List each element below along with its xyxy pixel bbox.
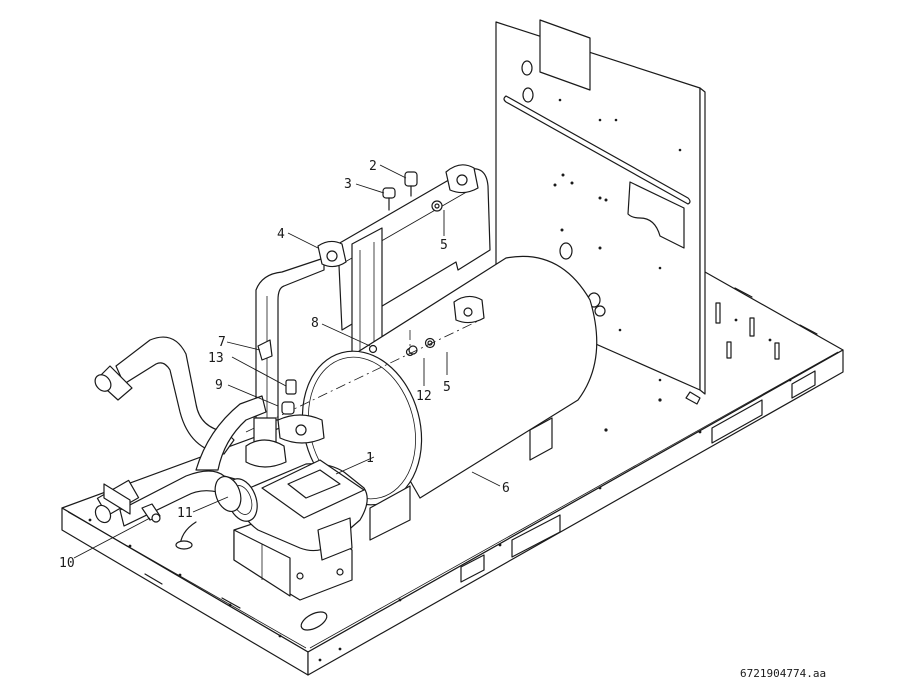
callout-5-lower: 5 [443, 380, 451, 395]
callout-8: 8 [311, 316, 319, 331]
callout-4: 4 [277, 227, 285, 242]
callout-3: 3 [344, 177, 352, 192]
left-pipework [94, 336, 325, 550]
callout-2: 2 [369, 159, 377, 174]
callout-13: 13 [208, 351, 224, 366]
callout-labels: 1 2 3 4 5 5 6 7 8 9 10 11 12 13 [59, 159, 510, 571]
callout-6: 6 [502, 481, 510, 496]
callout-5-upper: 5 [440, 238, 448, 253]
callout-12: 12 [416, 389, 432, 404]
drawing-code: 6721904774.aa [740, 667, 826, 680]
callout-9: 9 [215, 378, 223, 393]
callout-1: 1 [366, 451, 374, 466]
callout-7: 7 [218, 335, 226, 350]
leader-lines [73, 164, 501, 559]
callout-11: 11 [177, 506, 193, 521]
pump-unit [214, 459, 368, 601]
callout-10: 10 [59, 556, 75, 571]
